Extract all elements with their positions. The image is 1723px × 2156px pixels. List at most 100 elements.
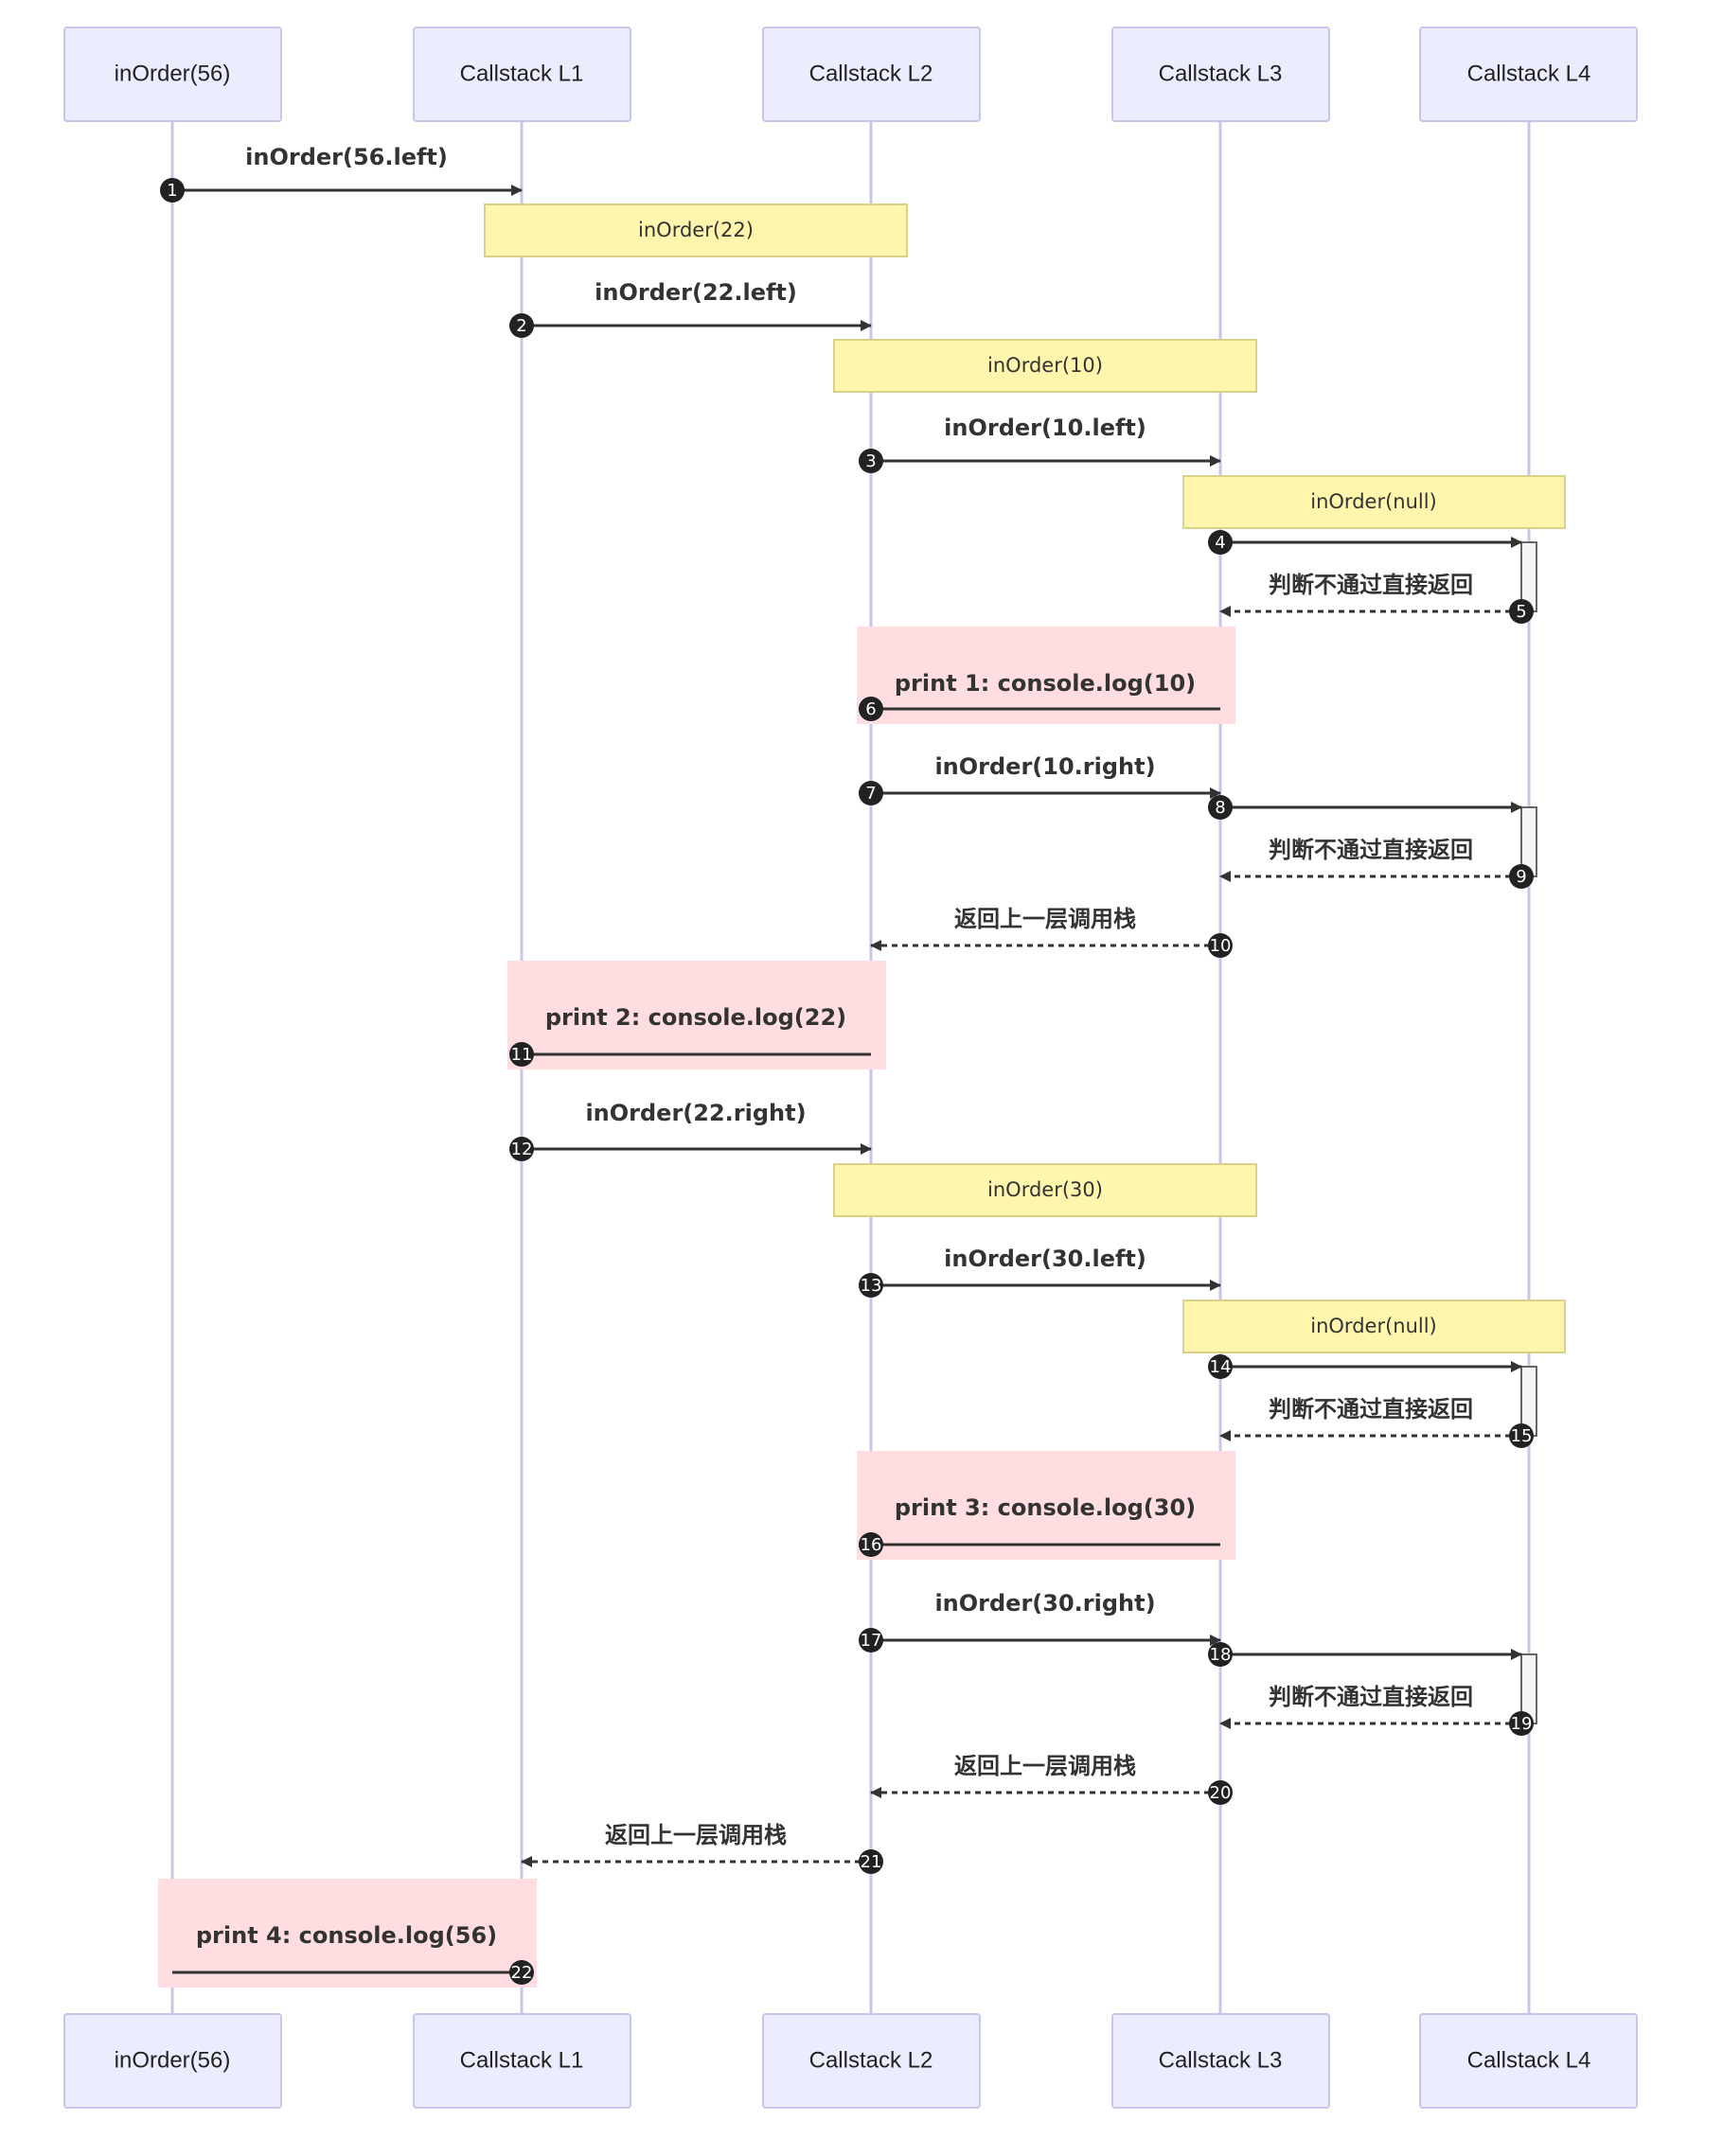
message-15: 判断不通过直接返回 15 — [1219, 1396, 1534, 1448]
sequence-number: 21 — [861, 1852, 882, 1872]
message-label: print 1: console.log(10) — [895, 670, 1196, 697]
actor-callstack-l4-top: Callstack L4 — [1419, 27, 1638, 122]
actor-label: Callstack L3 — [1159, 2047, 1283, 2073]
note-inorder-10: inOrder(10) — [833, 339, 1257, 393]
sequence-number: 18 — [1210, 1645, 1232, 1665]
message-label: print 2: console.log(22) — [545, 1004, 846, 1031]
actor-callstack-l2-top: Callstack L2 — [762, 27, 981, 122]
message-18: 18 — [1208, 1642, 1522, 1667]
message-5: 判断不通过直接返回 5 — [1219, 572, 1534, 624]
sequence-number: 20 — [1210, 1783, 1232, 1803]
message-label: inOrder(10.left) — [944, 415, 1146, 441]
actor-label: Callstack L4 — [1467, 61, 1591, 86]
note-inorder-30: inOrder(30) — [833, 1163, 1257, 1217]
actor-callstack-l2-bottom: Callstack L2 — [762, 2013, 981, 2109]
message-13: inOrder(30.left) 13 — [859, 1246, 1221, 1298]
actor-inorder-56-top: inOrder(56) — [63, 27, 282, 122]
sequence-number: 6 — [865, 699, 876, 719]
actor-label: Callstack L2 — [809, 2047, 933, 2073]
actor-callstack-l4-bottom: Callstack L4 — [1419, 2013, 1638, 2109]
note-text: inOrder(null) — [1310, 1315, 1437, 1337]
note-text: inOrder(null) — [1310, 490, 1437, 513]
actor-inorder-56-bottom: inOrder(56) — [63, 2013, 282, 2109]
actor-callstack-l3-top: Callstack L3 — [1111, 27, 1330, 122]
message-17: inOrder(30.right) 17 — [859, 1590, 1221, 1652]
message-3: inOrder(10.left) 3 — [859, 415, 1221, 473]
message-label: 判断不通过直接返回 — [1269, 1684, 1473, 1710]
message-21: 返回上一层调用栈 21 — [521, 1822, 883, 1874]
highlight-regions — [158, 627, 1235, 1988]
message-6: print 1: console.log(10) 6 — [859, 670, 1220, 721]
sequence-number: 1 — [167, 181, 177, 201]
message-label: inOrder(10.right) — [934, 753, 1155, 780]
actor-label: inOrder(56) — [115, 2047, 231, 2073]
highlight-region-print-2 — [507, 961, 886, 1069]
message-label: print 3: console.log(30) — [895, 1494, 1196, 1521]
highlight-region-print-4 — [158, 1879, 537, 1988]
sequence-number: 22 — [511, 1963, 533, 1983]
messages: inOrder(56.left) 1 inOrder(22.left) 2 in… — [160, 144, 1534, 1985]
sequence-number: 9 — [1516, 867, 1526, 887]
note-text: inOrder(30) — [987, 1178, 1103, 1201]
message-label: inOrder(30.left) — [944, 1246, 1146, 1272]
note-inorder-null-1: inOrder(null) — [1182, 475, 1566, 529]
activations — [1520, 541, 1537, 1724]
sequence-number: 14 — [1210, 1357, 1232, 1377]
actors-top: inOrder(56) Callstack L1 Callstack L2 Ca… — [63, 27, 1638, 122]
actor-callstack-l1-top: Callstack L1 — [413, 27, 631, 122]
sequence-number: 17 — [861, 1631, 882, 1651]
actor-label: inOrder(56) — [115, 61, 231, 86]
message-label: inOrder(22.left) — [595, 279, 797, 306]
message-label: 判断不通过直接返回 — [1269, 572, 1473, 598]
message-label: inOrder(22.right) — [585, 1100, 806, 1126]
message-4: 4 — [1208, 530, 1522, 555]
actor-label: Callstack L4 — [1467, 2047, 1591, 2073]
note-text: inOrder(22) — [638, 219, 754, 241]
message-1: inOrder(56.left) 1 — [160, 144, 523, 203]
message-label: 返回上一层调用栈 — [954, 906, 1136, 932]
actor-callstack-l3-bottom: Callstack L3 — [1111, 2013, 1330, 2109]
message-10: 返回上一层调用栈 10 — [870, 906, 1233, 958]
message-label: inOrder(56.left) — [245, 144, 448, 170]
actor-callstack-l1-bottom: Callstack L1 — [413, 2013, 631, 2109]
sequence-number: 12 — [511, 1140, 533, 1159]
note-inorder-22: inOrder(22) — [484, 203, 908, 257]
actor-label: Callstack L2 — [809, 61, 933, 86]
message-7: inOrder(10.right) 7 — [859, 753, 1221, 805]
note-inorder-null-2: inOrder(null) — [1182, 1299, 1566, 1353]
message-label: 返回上一层调用栈 — [605, 1822, 787, 1848]
message-16: print 3: console.log(30) 16 — [859, 1494, 1220, 1557]
message-14: 14 — [1208, 1354, 1522, 1379]
sequence-number: 2 — [516, 316, 526, 336]
highlight-region-print-3 — [857, 1451, 1235, 1560]
sequence-number: 8 — [1215, 798, 1225, 818]
sequence-number: 4 — [1215, 533, 1225, 553]
sequence-number: 7 — [865, 784, 876, 804]
sequence-number: 19 — [1511, 1714, 1533, 1734]
message-label: 判断不通过直接返回 — [1269, 1396, 1473, 1423]
notes: inOrder(22) inOrder(10) inOrder(null) in… — [484, 203, 1566, 1353]
message-label: 判断不通过直接返回 — [1269, 837, 1473, 863]
message-label: inOrder(30.right) — [934, 1590, 1155, 1617]
message-11: print 2: console.log(22) 11 — [509, 1004, 871, 1067]
sequence-number: 3 — [865, 451, 876, 471]
note-text: inOrder(10) — [987, 354, 1103, 377]
sequence-number: 10 — [1210, 936, 1232, 956]
message-label: print 4: console.log(56) — [196, 1922, 497, 1949]
sequence-number: 15 — [1511, 1426, 1533, 1446]
actor-label: Callstack L3 — [1159, 61, 1283, 86]
message-12: inOrder(22.right) 12 — [509, 1100, 872, 1161]
message-label: 返回上一层调用栈 — [954, 1753, 1136, 1779]
sequence-number: 13 — [861, 1276, 882, 1296]
message-22: print 4: console.log(56) 22 — [172, 1922, 534, 1985]
message-20: 返回上一层调用栈 20 — [870, 1753, 1233, 1805]
sequence-number: 5 — [1516, 602, 1526, 622]
message-2: inOrder(22.left) 2 — [509, 279, 872, 338]
actor-label: Callstack L1 — [460, 61, 584, 86]
actors-bottom: inOrder(56) Callstack L1 Callstack L2 Ca… — [63, 2013, 1638, 2109]
sequence-number: 16 — [861, 1535, 882, 1555]
message-8: 8 — [1208, 795, 1522, 820]
actor-label: Callstack L1 — [460, 2047, 584, 2073]
sequence-number: 11 — [511, 1045, 533, 1065]
